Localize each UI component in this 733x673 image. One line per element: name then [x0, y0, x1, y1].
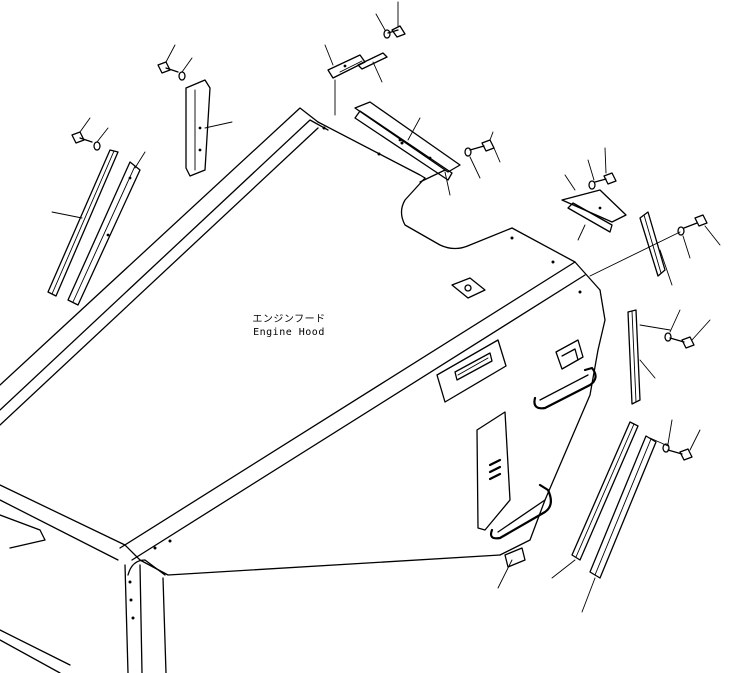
side-strip-left — [47, 149, 146, 306]
bolt-group-right-top — [561, 147, 627, 241]
leader-lines-bottom — [497, 559, 513, 589]
bolt-group-left — [71, 117, 109, 151]
bolt-group-top-center — [324, 1, 406, 116]
part-label-en: Engine Hood — [253, 327, 325, 338]
bolt-group-center — [464, 131, 501, 179]
louvre-slots — [488, 458, 502, 481]
engine-hood-body — [0, 107, 606, 673]
part-label: エンジンフード Engine Hood — [244, 313, 334, 339]
bolt-group-right-lower — [627, 309, 711, 405]
part-label-jp: エンジンフード — [252, 314, 326, 325]
bolt-group-right-mid — [589, 211, 721, 286]
bolt-group-right-bottom — [551, 419, 701, 613]
bolt-group-top-left — [157, 44, 233, 177]
top-long-bracket — [354, 101, 461, 196]
